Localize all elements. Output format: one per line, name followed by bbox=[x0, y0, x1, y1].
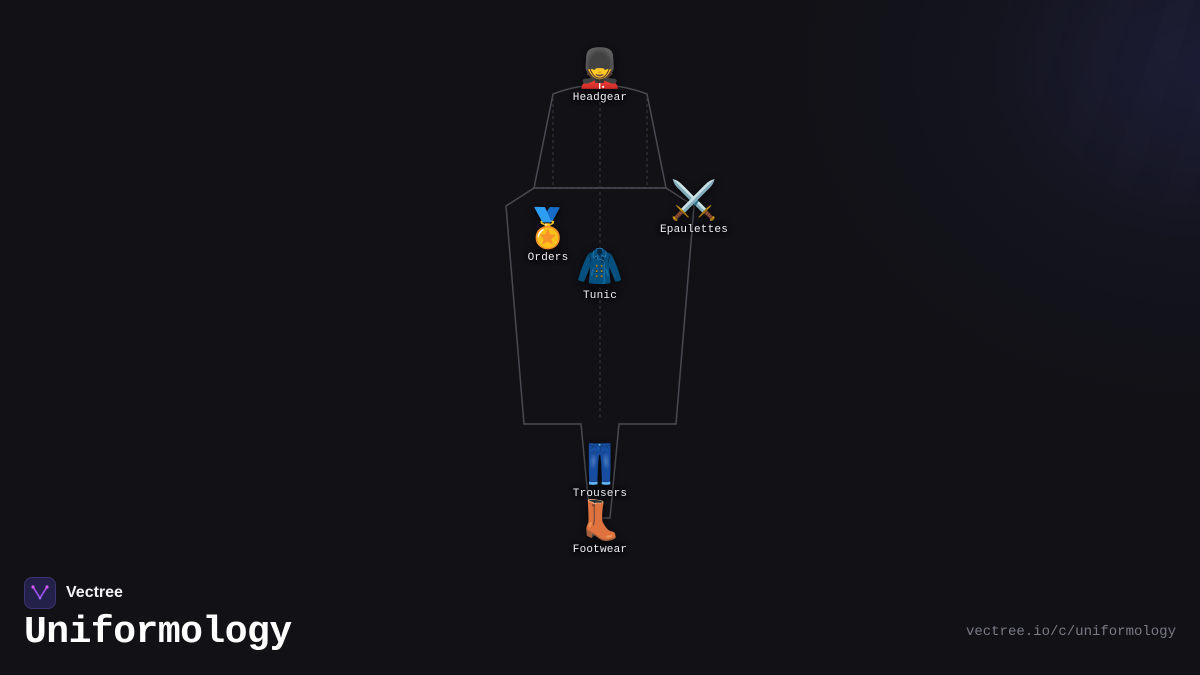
headgear-outline bbox=[533, 84, 667, 189]
part-label-epaulettes: Epaulettes bbox=[659, 224, 728, 236]
brand[interactable]: Vectree bbox=[24, 577, 123, 609]
brand-name: Vectree bbox=[66, 584, 123, 601]
swords-icon: ⚔️ bbox=[670, 178, 718, 222]
part-orders[interactable]: 🏅 Orders bbox=[488, 206, 608, 264]
page-title: Uniformology bbox=[24, 611, 292, 654]
guard-icon: 💂 bbox=[576, 46, 624, 90]
body-outline bbox=[505, 187, 695, 519]
part-trousers[interactable]: 👖 Trousers bbox=[540, 442, 660, 500]
part-tunic[interactable]: 🧥 Tunic bbox=[540, 244, 660, 302]
part-footwear[interactable]: 👢 Footwear bbox=[540, 498, 660, 556]
part-epaulettes[interactable]: ⚔️ Epaulettes bbox=[634, 178, 754, 236]
part-label-orders: Orders bbox=[527, 252, 569, 264]
medal-icon: 🏅 bbox=[524, 206, 572, 250]
vectree-logo-icon bbox=[24, 577, 56, 609]
part-label-footwear: Footwear bbox=[572, 544, 628, 556]
part-headgear[interactable]: 💂 Headgear bbox=[540, 46, 660, 104]
jeans-icon: 👖 bbox=[576, 442, 624, 486]
page-url[interactable]: vectree.io/c/uniformology bbox=[965, 624, 1176, 640]
part-label-tunic: Tunic bbox=[582, 290, 617, 302]
part-label-headgear: Headgear bbox=[572, 92, 628, 104]
coat-icon: 🧥 bbox=[576, 244, 624, 288]
boot-icon: 👢 bbox=[576, 498, 624, 542]
part-label-trousers: Trousers bbox=[572, 488, 628, 500]
